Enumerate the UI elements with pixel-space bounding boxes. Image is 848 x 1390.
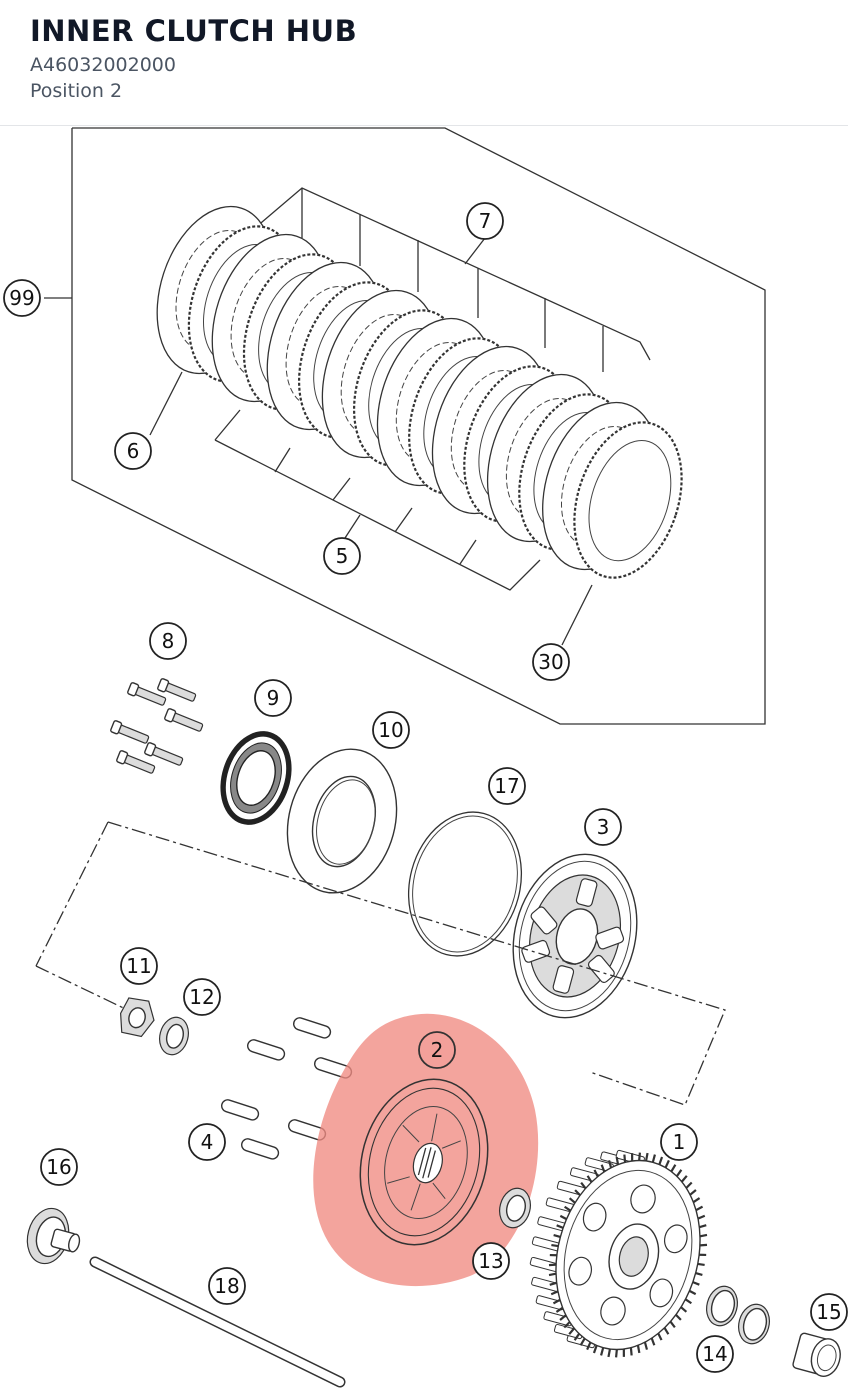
svg-text:7: 7 — [479, 209, 492, 233]
callout-2[interactable]: 2 — [418, 1031, 456, 1069]
svg-text:99: 99 — [9, 286, 34, 310]
svg-text:12: 12 — [189, 985, 214, 1009]
callout-16[interactable]: 16 — [40, 1148, 78, 1186]
washer-disc — [286, 748, 398, 894]
callout-8[interactable]: 8 — [149, 622, 187, 660]
callout-99[interactable]: 99 — [3, 279, 41, 317]
spacer-bushing — [26, 1207, 81, 1265]
clutch-pack-outline — [71, 127, 766, 725]
svg-text:16: 16 — [46, 1155, 71, 1179]
plate-bracket-lines — [214, 187, 651, 591]
part-title: INNER CLUTCH HUB — [30, 14, 358, 48]
inner-clutch-hub — [359, 1078, 489, 1246]
svg-text:17: 17 — [494, 774, 519, 798]
needle-bearings — [706, 1285, 770, 1345]
clutch-plate — [573, 421, 683, 579]
hub-nut — [120, 997, 155, 1038]
svg-text:18: 18 — [214, 1274, 239, 1298]
callout-11[interactable]: 11 — [120, 947, 158, 985]
lock-washer — [159, 1016, 189, 1056]
callout-14[interactable]: 14 — [696, 1335, 734, 1373]
part-number: A46032002000 — [30, 54, 176, 76]
svg-text:3: 3 — [597, 815, 610, 839]
svg-text:10: 10 — [378, 718, 403, 742]
svg-text:5: 5 — [336, 544, 349, 568]
svg-text:30: 30 — [538, 650, 563, 674]
svg-text:11: 11 — [126, 954, 151, 978]
outer-clutch-basket — [529, 1149, 708, 1358]
pressure-plate — [512, 853, 638, 1019]
svg-text:15: 15 — [816, 1300, 841, 1324]
thrust-bearing — [220, 731, 292, 825]
callout-1[interactable]: 1 — [660, 1123, 698, 1161]
part-position: Position 2 — [30, 80, 123, 102]
callout-15[interactable]: 15 — [810, 1293, 848, 1331]
svg-text:4: 4 — [201, 1130, 214, 1154]
svg-text:1: 1 — [673, 1130, 686, 1154]
callout-4[interactable]: 4 — [188, 1123, 226, 1161]
callout-9[interactable]: 9 — [254, 679, 292, 717]
svg-text:6: 6 — [127, 439, 140, 463]
svg-text:14: 14 — [702, 1342, 727, 1366]
callout-18[interactable]: 18 — [208, 1267, 246, 1305]
callout-10[interactable]: 10 — [372, 711, 410, 749]
svg-text:8: 8 — [162, 629, 175, 653]
callout-6[interactable]: 6 — [114, 432, 152, 470]
callout-7[interactable]: 7 — [466, 202, 504, 240]
callout-30[interactable]: 30 — [532, 643, 570, 681]
svg-text:9: 9 — [267, 686, 280, 710]
clutch-bolts — [110, 678, 204, 774]
hub-bushing — [499, 1187, 531, 1229]
callout-13[interactable]: 13 — [472, 1242, 510, 1280]
sleeve-bushing — [792, 1332, 841, 1377]
callout-3[interactable]: 3 — [584, 808, 622, 846]
part-header: INNER CLUTCH HUB A46032002000 Position 2 — [0, 0, 848, 126]
guide-pins — [221, 1017, 353, 1160]
callout-12[interactable]: 12 — [183, 978, 221, 1016]
callout-5[interactable]: 5 — [323, 537, 361, 575]
svg-text:2: 2 — [431, 1038, 444, 1062]
callout-17[interactable]: 17 — [488, 767, 526, 805]
clutch-plate-stack — [156, 205, 683, 579]
o-ring — [407, 811, 523, 957]
svg-text:13: 13 — [478, 1249, 503, 1273]
push-rod — [89, 1256, 346, 1388]
